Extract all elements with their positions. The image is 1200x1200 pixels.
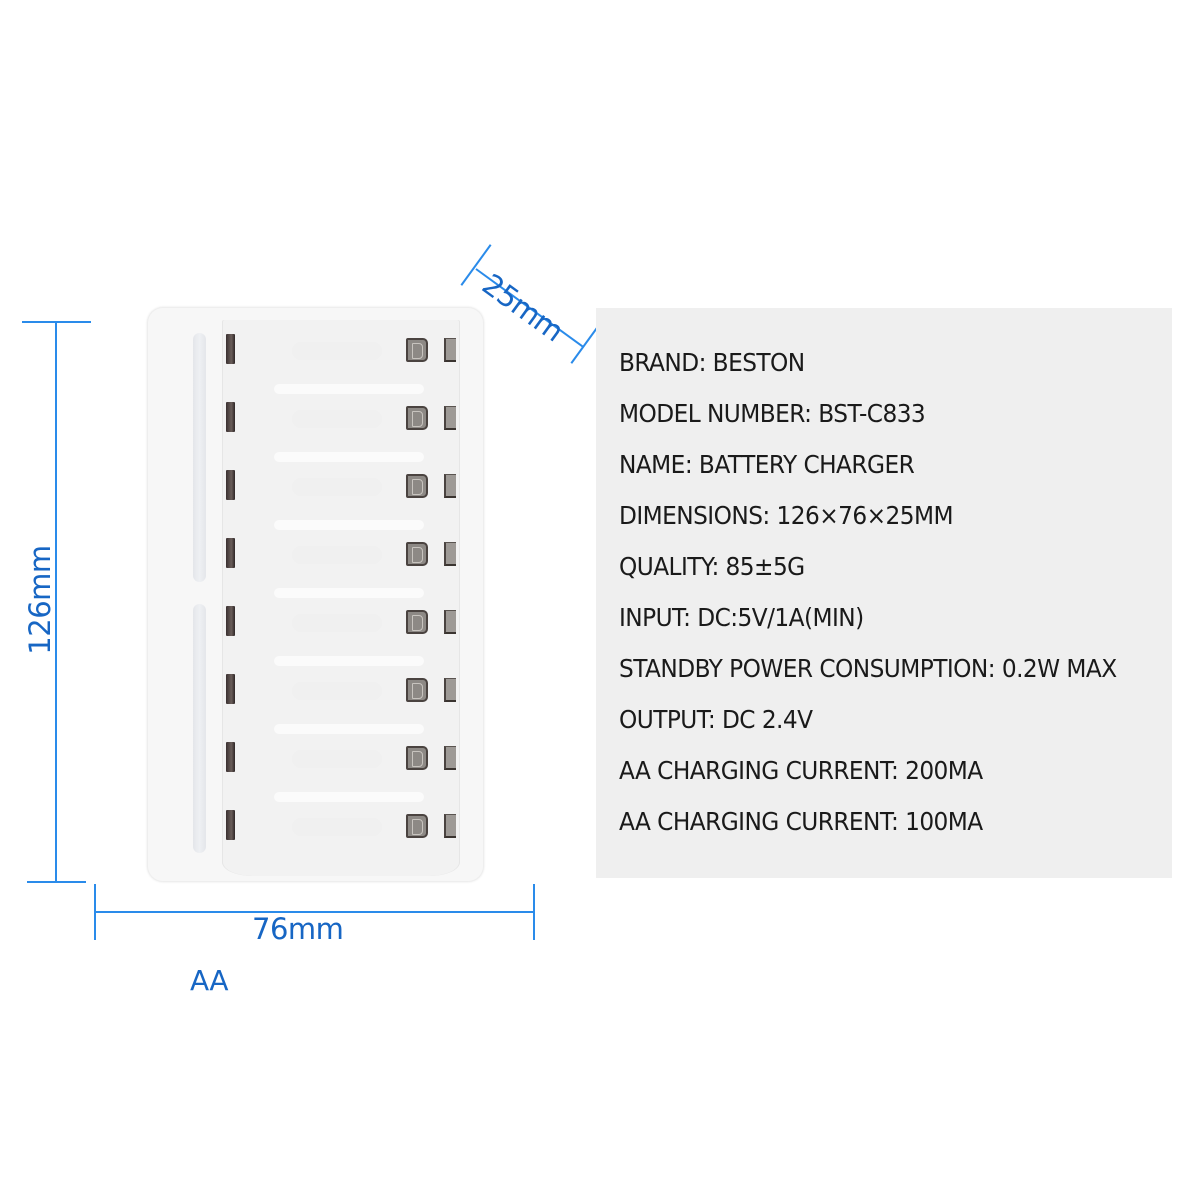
- battery-charger-image: [147, 307, 484, 882]
- slot-divider: [274, 724, 424, 734]
- depth-dimension-label: 25mm: [476, 267, 570, 349]
- slot-divider: [274, 384, 424, 394]
- slot-divider: [274, 792, 424, 802]
- width-dimension-line: [95, 911, 534, 913]
- negative-contact-icon: [226, 742, 235, 772]
- polarity-emboss: [292, 750, 382, 768]
- polarity-emboss: [292, 342, 382, 360]
- height-dimension-line: [55, 322, 57, 882]
- positive-contact-icon: [406, 474, 428, 498]
- spec-model-number: MODEL NUMBER: BST-C833: [619, 399, 926, 428]
- polarity-emboss: [292, 818, 382, 836]
- battery-slot-1: [222, 320, 460, 394]
- side-contact-icon: [444, 610, 456, 634]
- battery-well: [222, 320, 460, 876]
- negative-contact-icon: [226, 470, 235, 500]
- side-contact-icon: [444, 474, 456, 498]
- battery-slot-6: [222, 660, 460, 734]
- spec-quality: QUALITY: 85±5G: [619, 552, 805, 581]
- positive-contact-icon: [406, 406, 428, 430]
- spec-output: OUTPUT: DC 2.4V: [619, 705, 813, 734]
- spec-name: NAME: BATTERY CHARGER: [619, 450, 915, 479]
- negative-contact-icon: [226, 538, 235, 568]
- width-dimension-right-tick: [533, 884, 535, 940]
- polarity-emboss: [292, 682, 382, 700]
- negative-contact-icon: [226, 674, 235, 704]
- polarity-emboss: [292, 546, 382, 564]
- battery-slot-7: [222, 728, 460, 802]
- polarity-emboss: [292, 614, 382, 632]
- led-indicator-strip-top: [193, 333, 206, 582]
- side-contact-icon: [444, 746, 456, 770]
- positive-contact-icon: [406, 814, 428, 838]
- side-contact-icon: [444, 542, 456, 566]
- slot-divider: [274, 520, 424, 530]
- height-dimension-bottom-tick: [27, 881, 86, 883]
- negative-contact-icon: [226, 334, 235, 364]
- slot-divider: [274, 452, 424, 462]
- negative-contact-icon: [226, 402, 235, 432]
- battery-slot-4: [222, 524, 460, 598]
- led-indicator-strip-bottom: [193, 604, 206, 853]
- positive-contact-icon: [406, 542, 428, 566]
- positive-contact-icon: [406, 678, 428, 702]
- positive-contact-icon: [406, 610, 428, 634]
- battery-slot-8: [222, 796, 460, 864]
- polarity-emboss: [292, 478, 382, 496]
- positive-contact-icon: [406, 338, 428, 362]
- negative-contact-icon: [226, 810, 235, 840]
- spec-input: INPUT: DC:5V/1A(MIN): [619, 603, 864, 632]
- width-dimension-label: 76mm: [252, 912, 344, 946]
- side-contact-icon: [444, 338, 456, 362]
- slot-divider: [274, 656, 424, 666]
- spec-brand: BRAND: BESTON: [619, 348, 805, 377]
- side-contact-icon: [444, 406, 456, 430]
- spec-panel: BRAND: BESTON MODEL NUMBER: BST-C833 NAM…: [596, 308, 1172, 878]
- polarity-emboss: [292, 410, 382, 428]
- positive-contact-icon: [406, 746, 428, 770]
- spec-aa-charging-current-2: AA CHARGING CURRENT: 100MA: [619, 807, 983, 836]
- negative-contact-icon: [226, 606, 235, 636]
- battery-slot-2: [222, 388, 460, 462]
- side-contact-icon: [444, 814, 456, 838]
- spec-aa-charging-current-1: AA CHARGING CURRENT: 200MA: [619, 756, 983, 785]
- battery-slot-5: [222, 592, 460, 666]
- side-contact-icon: [444, 678, 456, 702]
- slot-divider: [274, 588, 424, 598]
- battery-type-label: AA: [190, 964, 229, 997]
- battery-slot-3: [222, 456, 460, 530]
- spec-dimensions: DIMENSIONS: 126×76×25MM: [619, 501, 954, 530]
- height-dimension-label: 126mm: [23, 545, 57, 655]
- spec-standby-power: STANDBY POWER CONSUMPTION: 0.2W MAX: [619, 654, 1117, 683]
